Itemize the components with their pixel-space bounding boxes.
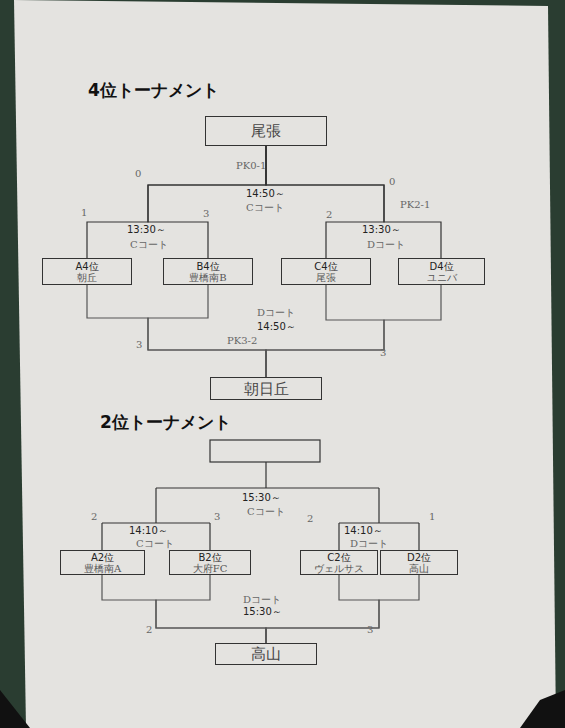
seed-label: A4位	[75, 261, 98, 272]
team-name: ユニバ	[427, 272, 457, 283]
section-heading: 4位トーナメント	[88, 80, 219, 100]
seed-label: D2位	[407, 552, 431, 563]
bracket-line	[102, 522, 210, 523]
score-number: 2	[326, 209, 332, 221]
result-box: 朝日丘	[210, 377, 322, 400]
bracket-line	[418, 523, 419, 550]
score-number: 3	[214, 511, 220, 523]
score-number: 2	[146, 624, 152, 636]
score-number: 3	[367, 624, 373, 636]
match-time: 14:10～	[344, 525, 383, 537]
score-number: 3	[380, 347, 386, 359]
empty-winner-box	[210, 440, 320, 462]
corner-shadow	[520, 690, 565, 728]
seed-label: B4位	[196, 261, 219, 272]
team-box: C4位尾張	[281, 258, 371, 285]
paper-sheet	[14, 0, 556, 728]
match-time: 14:50～	[246, 188, 285, 200]
match-time: 13:30～	[362, 224, 401, 236]
bracket-connector	[266, 146, 441, 258]
bracket-line	[101, 523, 102, 550]
bracket-connector	[148, 285, 266, 377]
match-time: 14:10～	[129, 525, 168, 537]
score-number: 3	[136, 339, 142, 351]
court-label: Dコート	[367, 239, 405, 251]
team-name: 朝日丘	[244, 380, 289, 398]
connector-line	[87, 285, 266, 377]
result-box: 高山	[215, 643, 317, 665]
team-name: 朝丘	[77, 272, 97, 283]
pk-score: PK3-2	[227, 335, 257, 347]
team-box: B2位大府FC	[169, 550, 251, 575]
team-box: A2位豊橋南A	[60, 550, 145, 575]
team-box: C2位ヴェルサス	[300, 550, 378, 575]
court-label: Dコート	[243, 594, 281, 606]
bracket-line	[155, 488, 156, 523]
connector-line	[266, 146, 384, 258]
court-label: Cコート	[246, 202, 284, 214]
seed-label: B2位	[198, 552, 221, 563]
match-time: 15:30～	[242, 492, 281, 504]
result-box: 尾張	[205, 116, 327, 146]
team-name: 高山	[409, 563, 429, 574]
pk-score: PK0-1	[236, 160, 266, 172]
connector-line	[266, 575, 419, 643]
court-label: Cコート	[136, 538, 174, 550]
score-number: 1	[429, 511, 435, 523]
team-box: D2位高山	[380, 550, 458, 575]
corner-shadow	[0, 690, 30, 728]
bracket-line	[339, 522, 419, 523]
team-name: 尾張	[316, 272, 336, 283]
team-name: ヴェルサス	[314, 563, 364, 574]
court-label: Dコート	[350, 538, 388, 550]
bracket-line	[378, 488, 379, 523]
court-label: Cコート	[247, 506, 285, 518]
team-name: 大府FC	[193, 563, 228, 574]
bracket-connector	[266, 146, 384, 258]
connector-line	[266, 575, 379, 643]
seed-label: C2位	[327, 552, 350, 563]
score-number: 2	[91, 511, 97, 523]
pk-score: PK2-1	[400, 199, 430, 211]
bracket-connector	[266, 575, 379, 643]
court-label: Cコート	[130, 239, 168, 251]
bracket-connector	[102, 575, 266, 643]
bracket-line	[156, 487, 379, 488]
score-number: 2	[307, 513, 313, 525]
score-number: 0	[389, 176, 395, 188]
score-number: 0	[135, 168, 141, 180]
bracket-line	[209, 523, 210, 550]
bracket-connector	[266, 575, 419, 643]
seed-label: A2位	[91, 552, 114, 563]
connector-line	[87, 146, 266, 258]
seed-label: C4位	[314, 261, 337, 272]
connector-line	[148, 285, 266, 377]
match-time: 13:30～	[127, 224, 166, 236]
court-label: Dコート	[257, 307, 295, 319]
team-name: 豊橋南A	[84, 563, 121, 574]
connector-line	[266, 146, 441, 258]
team-name: 高山	[251, 645, 281, 663]
bracket-lines	[102, 440, 419, 550]
team-box: A4位朝丘	[42, 258, 132, 285]
match-time: 15:30～	[243, 606, 282, 618]
team-box: D4位ユニバ	[398, 258, 485, 285]
connector-line	[102, 575, 266, 643]
seed-label: D4位	[429, 261, 453, 272]
match-time: 14:50～	[257, 321, 296, 333]
bracket-line	[338, 523, 339, 550]
team-name: 豊橋南B	[189, 272, 226, 283]
bracket-connector	[87, 146, 266, 258]
section-heading: 2位トーナメント	[100, 412, 231, 432]
score-number: 3	[203, 208, 209, 220]
bracket-connector	[87, 285, 266, 377]
team-box: B4位豊橋南B	[163, 258, 253, 285]
bracket-line	[265, 462, 266, 488]
team-name: 尾張	[251, 122, 281, 140]
score-number: 1	[81, 207, 87, 219]
